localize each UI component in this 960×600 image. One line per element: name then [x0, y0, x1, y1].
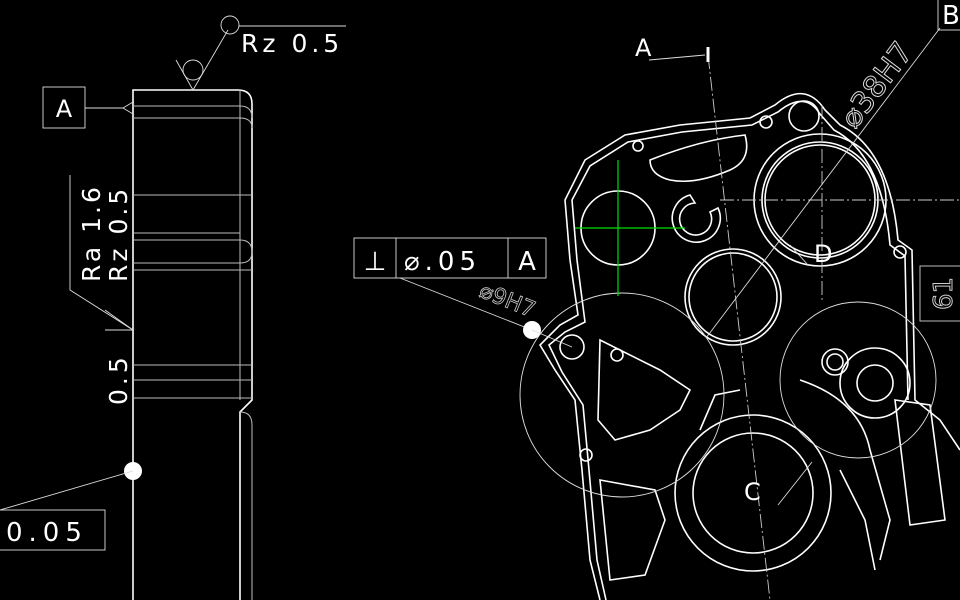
hole-callout: ⌀9H7	[476, 278, 539, 323]
tolerance-leader	[0, 462, 142, 551]
centerlines	[575, 54, 960, 600]
fcf-perpendicularity-symbol: ⊥	[364, 247, 387, 277]
roughness-symbol-side	[69, 175, 135, 331]
fcf-tolerance-value: ⌀.05	[404, 247, 481, 277]
section-marker	[648, 47, 710, 62]
bore-dimension	[705, 0, 960, 339]
roughness-symbol-top	[175, 15, 346, 91]
label-d: D	[814, 240, 832, 268]
roughness-top-label: Rz 0.5	[241, 29, 343, 58]
section-label: A	[635, 34, 652, 62]
side-view-part	[132, 89, 253, 600]
datum-a-label: A	[56, 95, 73, 123]
datum-b-label: B	[942, 1, 960, 31]
tolerance-value: 0.05	[6, 518, 88, 548]
bore-callout: ⌀38H7	[833, 36, 920, 135]
label-c: C	[744, 478, 761, 506]
fcf-datum-reference: A	[518, 247, 536, 277]
roughness-ra-label: Ra 1.6	[77, 184, 106, 282]
dimension-61: 61	[929, 277, 959, 310]
dim-61-box	[919, 265, 960, 322]
dimension-side-label: 0.5	[104, 353, 133, 405]
housing-outline	[538, 92, 960, 600]
c-leader	[777, 461, 813, 506]
roughness-rz-label: Rz 0.5	[104, 186, 133, 282]
datum-a-box	[42, 86, 134, 129]
fcf-frame	[353, 237, 573, 348]
